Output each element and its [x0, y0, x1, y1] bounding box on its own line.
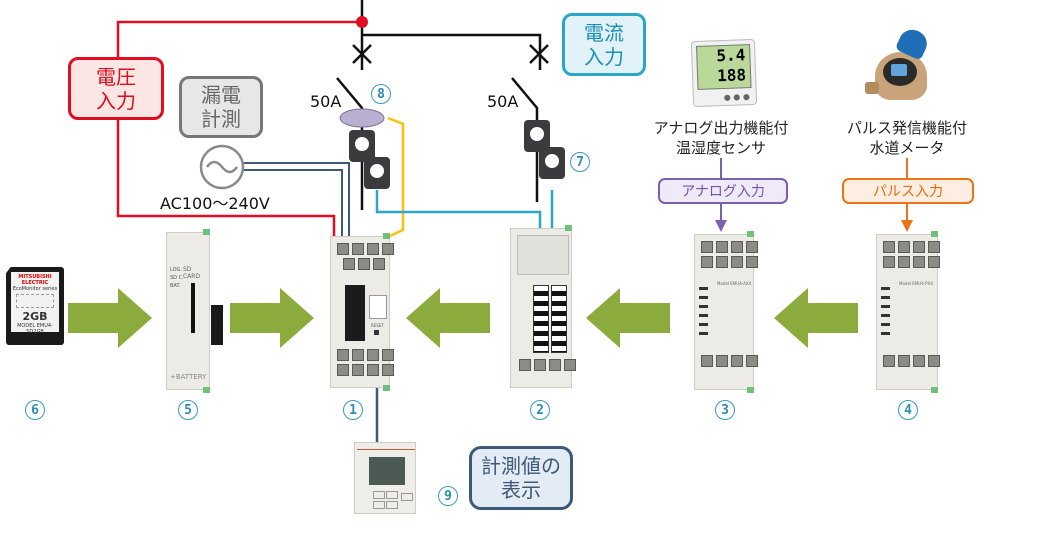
- main-unit: RESET: [330, 233, 394, 391]
- sensor-reading-1: 5.4: [716, 45, 746, 66]
- breaker-rating-right: 50A: [487, 92, 519, 111]
- sd-model: MODEL EMU4-SD2GB: [17, 323, 53, 335]
- reset-label: RESET: [371, 323, 384, 328]
- sd-capacity: 2GB: [22, 310, 48, 323]
- analog-model-label: Model EMU4-AX4: [717, 281, 752, 286]
- pulse-model-label: Model EMU4-PX4: [899, 281, 933, 286]
- water-meter-caption: パルス発信機能付 水道メータ: [846, 119, 967, 157]
- ct-sensor-left: [349, 130, 390, 189]
- breaker-x-right: [529, 44, 549, 64]
- number-badge-3: 3: [715, 400, 735, 420]
- analog-sensor-caption: アナログ出力機能付 温湿度センサ: [653, 119, 789, 157]
- battery-label: +BATTERY: [170, 373, 207, 381]
- number-badge-9: 9: [438, 486, 458, 506]
- display-button-1[interactable]: [373, 491, 385, 499]
- sensor-reading-2: 188: [716, 65, 747, 86]
- sd-card: MITSUBISHI ELECTRIC EcoMonitor series 2G…: [6, 267, 64, 345]
- sd-card-module: LOG. SD C. BAT. SD CARD +BATTERY: [166, 229, 223, 393]
- number-badge-1: 1: [343, 400, 363, 420]
- breaker-switch-right: [511, 77, 539, 202]
- junction-dot: [356, 16, 368, 28]
- display-values-tag: 計測値の 表示: [469, 446, 573, 510]
- pulse-arrow-icon: [901, 220, 913, 232]
- water-meter-icon: [865, 25, 932, 100]
- number-badge-5: 5: [178, 400, 198, 420]
- analog-input-module: Model EMU4-AX4: [694, 231, 758, 393]
- number-badge-6: 6: [25, 400, 45, 420]
- led-sd-label: SD C.: [170, 275, 184, 281]
- pulse-input-module: Model EMU4-PX4: [876, 231, 940, 393]
- number-badge-4: 4: [898, 400, 918, 420]
- temp-humidity-sensor: 5.4 188 ● ● ●: [690, 38, 758, 108]
- analog-arrow-icon: [715, 220, 727, 232]
- led-bat-label: BAT.: [170, 283, 181, 289]
- flow-arrow-left-1: [406, 288, 490, 348]
- breaker-switch-left: [336, 77, 364, 210]
- supply-wire-2: [243, 169, 343, 236]
- flow-arrow-left-3: [774, 288, 858, 348]
- leak-measure-tag: 漏電 計測: [179, 76, 263, 138]
- reset-button[interactable]: [374, 330, 379, 335]
- flow-arrow-right-2: [230, 288, 314, 348]
- display-button-5[interactable]: [386, 501, 398, 509]
- display-button-4[interactable]: [373, 501, 385, 509]
- breaker-rating-left: 50A: [310, 92, 342, 111]
- leak-measure-label: 漏電 計測: [201, 83, 241, 131]
- voltage-input-tag: 電圧 入力: [68, 57, 164, 120]
- sd-slot-label: SD CARD: [183, 266, 201, 280]
- led-log-label: LOG.: [170, 267, 183, 273]
- zct-icon: [339, 108, 385, 128]
- voltage-wire-bottom: [116, 120, 336, 236]
- flow-arrow-right-1: [68, 288, 152, 348]
- sd-slot[interactable]: [191, 283, 195, 333]
- branch-line: [362, 33, 542, 70]
- display-unit: [354, 442, 416, 514]
- leak-wire: [387, 116, 405, 238]
- display-button-2[interactable]: [386, 491, 398, 499]
- ct-sensor-right: [524, 120, 565, 179]
- current-wire-1: [375, 190, 542, 236]
- current-input-tag: 電流 入力: [562, 13, 646, 76]
- number-badge-8: 8: [371, 84, 391, 104]
- display-values-label: 計測値の 表示: [481, 454, 561, 502]
- pulse-input-pill: パルス入力: [842, 178, 974, 204]
- flow-arrow-left-2: [586, 288, 670, 348]
- sd-brand: MITSUBISHI ELECTRIC: [18, 274, 52, 286]
- sd-series: EcoMonitor series: [12, 286, 58, 292]
- number-badge-7: 7: [570, 152, 590, 172]
- voltage-wire-top: [116, 20, 362, 57]
- analog-input-pill: アナログ入力: [658, 178, 788, 204]
- current-input-label: 電流 入力: [584, 20, 624, 69]
- power-supply-label: AC100〜240V: [160, 194, 270, 213]
- display-button-3[interactable]: [401, 493, 413, 501]
- voltage-input-label: 電圧 入力: [96, 64, 136, 113]
- breaker-x-left: [352, 44, 372, 64]
- current-input-module: [510, 225, 576, 388]
- number-badge-2: 2: [530, 400, 550, 420]
- supply-wire-1: [243, 162, 350, 236]
